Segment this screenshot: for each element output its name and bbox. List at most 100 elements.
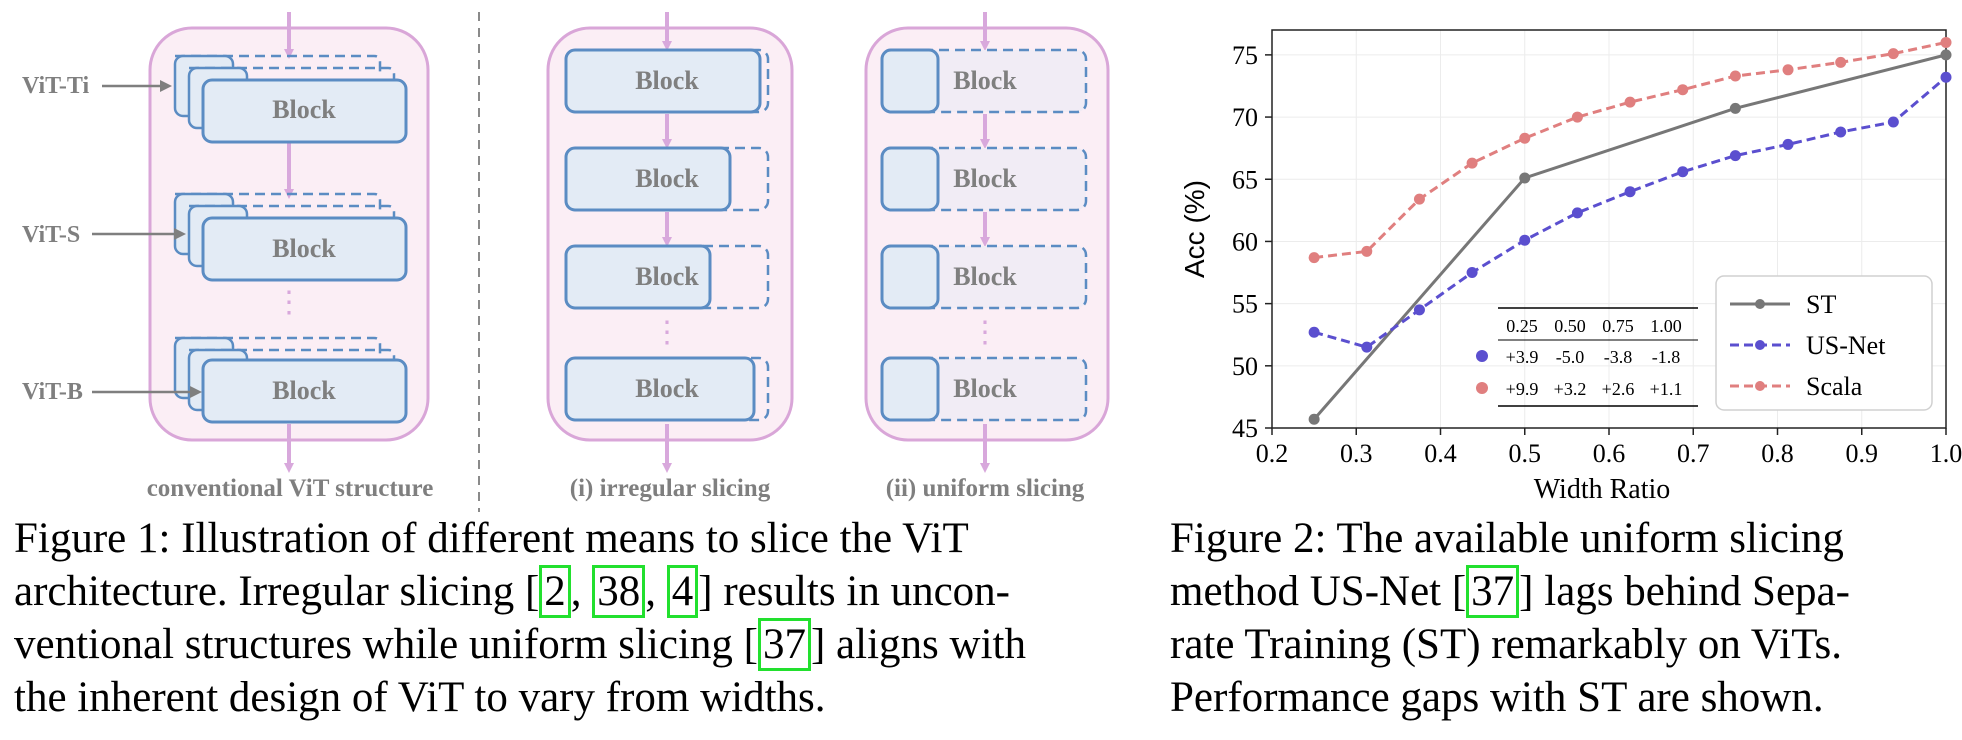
data-point-scala — [1940, 36, 1952, 48]
inset-marker-scala — [1476, 382, 1488, 394]
data-point-us-net — [1571, 207, 1583, 219]
legend-label-scala: Scala — [1806, 372, 1863, 401]
vertical-ellipsis: ⋮ — [970, 316, 1000, 349]
block-label: Block — [635, 164, 699, 193]
citation-link[interactable]: 37 — [757, 618, 811, 671]
inset-marker-us-net — [1476, 350, 1488, 362]
data-point-us-net — [1677, 166, 1689, 178]
citation-link[interactable]: 4 — [666, 565, 699, 618]
data-point-us-net — [1519, 234, 1531, 246]
data-point-scala — [1413, 193, 1425, 205]
block-stack-vit-s: Block — [173, 192, 408, 282]
x-tick-label: 0.7 — [1677, 439, 1710, 468]
caption-line: Figure 2: The available uniform slicing — [1170, 515, 1844, 562]
data-point-st — [1940, 49, 1952, 61]
inset-header-0: 0.25 — [1506, 316, 1538, 336]
uniform-slicing-panel: ⋮ Block Block Block Block — [864, 12, 1110, 473]
inset-header-2: 0.75 — [1602, 316, 1634, 336]
data-point-scala — [1361, 245, 1373, 257]
series-line-scala — [1313, 40, 1947, 260]
label-vit-b: ViT-B — [22, 379, 83, 405]
legend-marker-st — [1755, 299, 1765, 309]
x-tick-label: 0.6 — [1593, 439, 1626, 468]
data-point-scala — [1519, 132, 1531, 144]
caption-line: the inherent design of ViT to vary from … — [14, 674, 826, 721]
caption-text: method US-Net [ — [1170, 568, 1467, 615]
data-point-us-net — [1413, 304, 1425, 316]
inset-cell: +2.6 — [1602, 379, 1635, 399]
inset-header-3: 1.00 — [1650, 316, 1682, 336]
caption-text: ventional structures while uniform slici… — [14, 621, 758, 668]
data-point-scala — [1624, 96, 1636, 108]
data-point-st — [1308, 413, 1320, 425]
caption-text: architecture. Irregular slicing [ — [14, 568, 540, 615]
block-label: Block — [272, 376, 336, 405]
legend-marker-scala — [1755, 381, 1765, 391]
block-label: Block — [953, 262, 1017, 291]
chart-series — [1308, 36, 1952, 425]
inset-header-1: 0.50 — [1554, 316, 1586, 336]
data-point-us-net — [1624, 186, 1636, 198]
vertical-ellipsis: ⋮ — [274, 286, 304, 319]
caption-line: Performance gaps with ST are shown. — [1170, 674, 1824, 721]
data-point-us-net — [1466, 267, 1478, 279]
y-tick-label: 60 — [1232, 227, 1258, 256]
caption-text: , — [570, 568, 593, 615]
figure-2-caption: Figure 2: The available uniform slicing … — [1170, 512, 1960, 724]
data-point-scala — [1308, 252, 1320, 264]
inset-cell: +1.1 — [1650, 379, 1683, 399]
inset-cell: +9.9 — [1506, 379, 1539, 399]
panel-title-irregular: (i) irregular slicing — [570, 475, 771, 502]
data-point-us-net — [1782, 138, 1794, 150]
y-tick-label: 70 — [1232, 103, 1258, 132]
data-point-us-net — [1835, 126, 1847, 138]
data-point-us-net — [1361, 341, 1373, 353]
figure-1-caption: Figure 1: Illustration of different mean… — [14, 512, 1142, 724]
x-tick-label: 0.3 — [1340, 439, 1373, 468]
block-label: Block — [953, 374, 1017, 403]
data-point-scala — [1677, 84, 1689, 96]
data-point-us-net — [1940, 71, 1952, 83]
data-point-scala — [1782, 64, 1794, 76]
caption-line: Figure 1: Illustration of different mean… — [14, 515, 969, 562]
legend-marker-us-net — [1755, 340, 1765, 350]
x-tick-label: 0.8 — [1761, 439, 1794, 468]
caption-line: architecture. Irregular slicing [2, 38, … — [14, 565, 1142, 618]
data-point-us-net — [1729, 150, 1741, 162]
block-label: Block — [635, 262, 699, 291]
y-tick-label: 55 — [1232, 290, 1258, 319]
vertical-ellipsis: ⋮ — [652, 316, 682, 349]
label-vit-s: ViT-S — [22, 222, 80, 248]
inset-gap-table: 0.25 0.50 0.75 1.00 +3.9 -5.0 -3.8 -1.8 … — [1476, 307, 1698, 407]
x-tick-label: 0.4 — [1424, 439, 1457, 468]
x-tick-label: 0.2 — [1256, 439, 1289, 468]
citation-link[interactable]: 37 — [1466, 565, 1520, 618]
data-point-scala — [1835, 56, 1847, 68]
inset-cell: -3.8 — [1604, 347, 1633, 367]
block-label: Block — [272, 234, 336, 263]
citation-link[interactable]: 2 — [539, 565, 571, 618]
x-tick-label: 1.0 — [1930, 439, 1962, 468]
x-axis-label: Width Ratio — [1534, 474, 1671, 505]
data-point-us-net — [1308, 326, 1320, 338]
data-point-scala — [1729, 70, 1741, 82]
caption-line: method US-Net [37] lags behind Sepa- — [1170, 565, 1960, 618]
block-label: Block — [953, 164, 1017, 193]
y-axis-label: Acc (%) — [1179, 180, 1210, 278]
series-line-st — [1312, 53, 1947, 421]
legend-label-us-net: US-Net — [1806, 331, 1886, 360]
caption-text: ] results in uncon- — [698, 568, 1010, 615]
caption-line: ventional structures while uniform slici… — [14, 618, 1142, 671]
inset-cell: -5.0 — [1556, 347, 1585, 367]
caption-line: rate Training (ST) remarkably on ViTs. — [1170, 621, 1842, 668]
y-tick-label: 65 — [1232, 165, 1258, 194]
y-tick-label: 75 — [1232, 41, 1258, 70]
conventional-panel: ⋮ Block Block Block — [148, 12, 430, 473]
block-label: Block — [272, 95, 336, 124]
y-tick-label: 50 — [1232, 352, 1258, 381]
data-point-st — [1519, 172, 1531, 184]
data-point-us-net — [1887, 116, 1899, 128]
citation-link[interactable]: 38 — [592, 565, 646, 618]
